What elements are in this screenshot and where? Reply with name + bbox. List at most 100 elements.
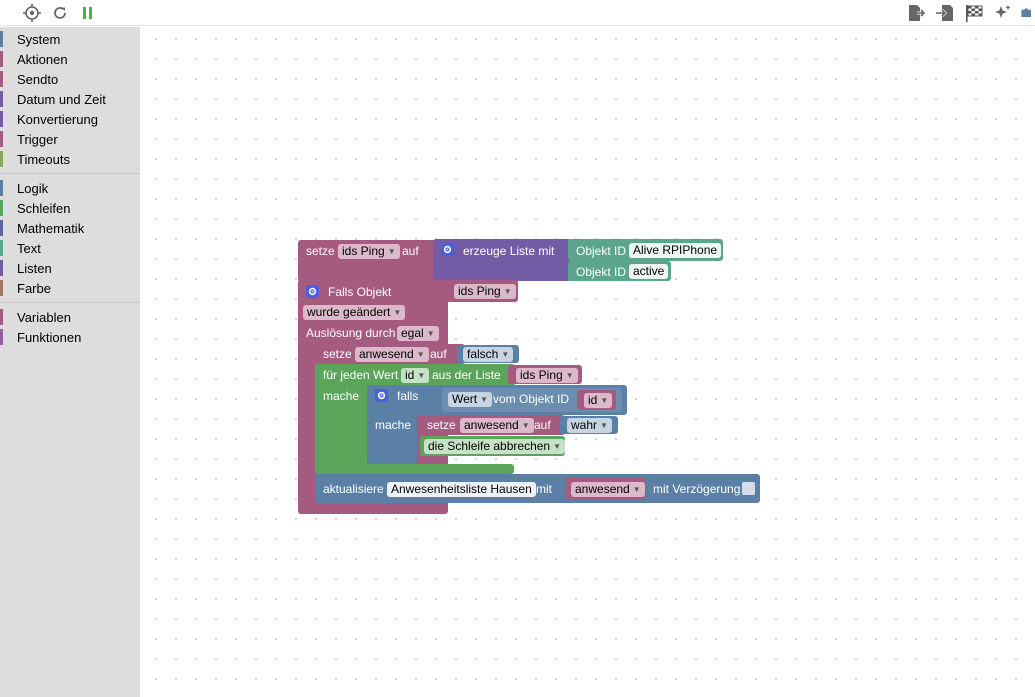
category-color-mark	[0, 131, 3, 147]
category-listen[interactable]: Listen	[0, 258, 140, 278]
category-separator	[0, 173, 140, 174]
category-label: Konvertierung	[17, 111, 98, 127]
chevron-down-icon: ▼	[565, 371, 574, 380]
category-schleifen[interactable]: Schleifen	[0, 198, 140, 218]
dropdown-value: Wert	[452, 392, 478, 406]
boolean-dropdown[interactable]: wahr▼	[567, 418, 612, 433]
create-list-block[interactable]	[433, 239, 571, 281]
chevron-down-icon: ▼	[416, 350, 425, 359]
puzzle-icon[interactable]	[1019, 3, 1035, 23]
change-type-dropdown[interactable]: wurde geändert▼	[303, 305, 406, 320]
block-label: aktualisiere	[323, 482, 384, 496]
dropdown-value: wahr	[571, 418, 598, 432]
cause-dropdown[interactable]: egal▼	[397, 326, 439, 341]
category-label: System	[17, 31, 61, 47]
variable-dropdown[interactable]: ids Ping▼	[454, 284, 516, 299]
block-label: Auslösung durch	[306, 326, 396, 340]
dropdown-value: anwesend	[575, 482, 630, 496]
chevron-down-icon: ▼	[632, 485, 641, 494]
category-color-mark	[0, 309, 3, 325]
toolbar	[0, 0, 1035, 26]
category-color-mark	[0, 51, 3, 67]
dropdown-value: wurde geändert	[307, 305, 391, 319]
list-dropdown[interactable]: ids Ping▼	[516, 368, 578, 383]
block-label: mit	[536, 482, 552, 496]
category-label: Listen	[17, 260, 52, 276]
category-trigger[interactable]: Trigger	[0, 129, 140, 149]
gear-icon[interactable]	[375, 389, 388, 402]
category-label: Funktionen	[17, 329, 82, 345]
dropdown-value: id	[405, 368, 415, 382]
boolean-dropdown[interactable]: falsch▼	[463, 347, 514, 362]
category-farbe[interactable]: Farbe	[0, 278, 140, 298]
block-label: Objekt ID	[576, 244, 627, 258]
block-label: setze	[323, 347, 352, 361]
category-color-mark	[0, 260, 3, 276]
category-aktionen[interactable]: Aktionen	[0, 49, 140, 69]
category-datum-und-zeit[interactable]: Datum und Zeit	[0, 89, 140, 109]
category-system[interactable]: System	[0, 29, 140, 49]
object-id-field[interactable]: active	[629, 264, 669, 279]
gear-icon[interactable]	[306, 285, 319, 298]
sparkle-icon[interactable]	[993, 3, 1013, 23]
export-icon[interactable]	[906, 3, 926, 23]
block-label: erzeuge Liste mit	[463, 244, 555, 258]
dropdown-value: ids Ping	[520, 368, 563, 382]
category-timeouts[interactable]: Timeouts	[0, 149, 140, 169]
value-type-dropdown[interactable]: Wert▼	[448, 392, 493, 407]
for-each-block-foot	[315, 464, 514, 474]
update-target-field[interactable]: Anwesenheitsliste Hausen	[387, 482, 536, 497]
category-text[interactable]: Text	[0, 238, 140, 258]
chevron-down-icon: ▼	[480, 395, 489, 404]
block-label: mache	[323, 389, 360, 403]
category-variablen[interactable]: Variablen	[0, 307, 140, 327]
category-funktionen[interactable]: Funktionen	[0, 327, 140, 347]
block-label: auf	[534, 418, 551, 432]
category-color-mark	[0, 220, 3, 236]
block-label: mit Verzögerung	[653, 482, 741, 496]
category-separator	[0, 302, 140, 303]
block-label: Falls Objekt	[328, 285, 392, 299]
dropdown-value: ids Ping	[458, 284, 501, 298]
chevron-down-icon: ▼	[521, 421, 530, 430]
break-type-dropdown[interactable]: die Schleife abbrechen▼	[424, 439, 566, 454]
variable-dropdown[interactable]: id▼	[584, 393, 613, 408]
toolbox: System Aktionen Sendto Datum und Zeit Ko…	[0, 27, 140, 697]
chevron-down-icon: ▼	[387, 247, 396, 256]
category-mathematik[interactable]: Mathematik	[0, 218, 140, 238]
crosshair-icon[interactable]	[22, 3, 42, 23]
dropdown-value: anwesend	[359, 347, 414, 361]
category-label: Logik	[17, 180, 49, 196]
category-color-mark	[0, 329, 3, 345]
object-id-field[interactable]: Alive RPIPhone	[629, 243, 722, 258]
variable-dropdown[interactable]: ids Ping▼	[338, 244, 400, 259]
variable-dropdown[interactable]: anwesend▼	[571, 482, 645, 497]
chevron-down-icon: ▼	[426, 329, 435, 338]
block-label: auf	[402, 244, 419, 258]
delay-checkbox[interactable]	[742, 482, 755, 495]
block-label: aus der Liste	[432, 368, 501, 382]
category-konvertierung[interactable]: Konvertierung	[0, 109, 140, 129]
block-label: mache	[375, 418, 412, 432]
loop-variable-dropdown[interactable]: id▼	[401, 368, 430, 383]
category-color-mark	[0, 200, 3, 216]
block-label: falls	[397, 389, 419, 403]
pause-icon[interactable]	[78, 3, 98, 23]
category-logik[interactable]: Logik	[0, 178, 140, 198]
blockly-workspace[interactable]: setze ids Ping▼ auf erzeuge Liste mit Ob…	[140, 27, 1035, 697]
import-icon[interactable]	[935, 3, 955, 23]
block-label: setze	[306, 244, 335, 258]
flag-icon[interactable]	[964, 3, 984, 23]
category-color-mark	[0, 280, 3, 296]
refresh-icon[interactable]	[50, 3, 70, 23]
variable-dropdown[interactable]: anwesend▼	[460, 418, 534, 433]
block-label: setze	[427, 418, 456, 432]
variable-dropdown[interactable]: anwesend▼	[355, 347, 429, 362]
dropdown-value: die Schleife abbrechen	[428, 439, 551, 453]
category-label: Farbe	[17, 280, 51, 296]
category-label: Text	[17, 240, 41, 256]
category-sendto[interactable]: Sendto	[0, 69, 140, 89]
chevron-down-icon: ▼	[417, 371, 426, 380]
gear-icon[interactable]	[441, 243, 454, 256]
category-label: Trigger	[17, 131, 58, 147]
